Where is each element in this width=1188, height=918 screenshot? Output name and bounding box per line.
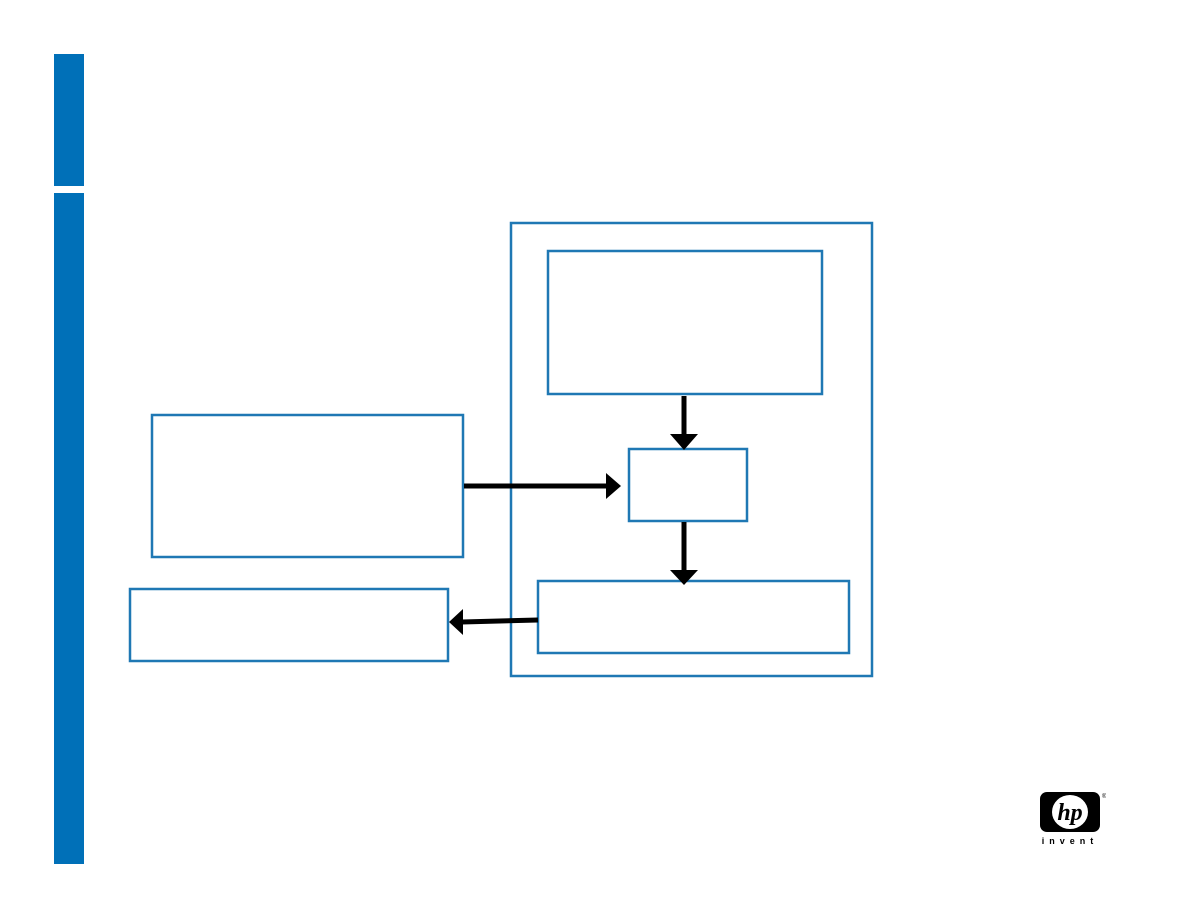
- left-output-box: [128, 587, 450, 663]
- hp-logo-icon: hp ® invent: [1036, 790, 1107, 850]
- arrow-top-to-center: [670, 396, 698, 450]
- arrow-bottom-to-output: [449, 609, 539, 635]
- left-input-box: [150, 413, 465, 559]
- arrow-center-to-bottom: [670, 522, 698, 585]
- hp-logo-tagline: invent: [1042, 836, 1099, 846]
- side-bar-top: [54, 54, 84, 186]
- hp-logo-mark: hp: [1057, 800, 1082, 826]
- svg-text:®: ®: [1102, 793, 1106, 800]
- arrow-input-to-center: [464, 473, 621, 499]
- side-bar-bottom: [54, 193, 84, 864]
- center-box: [627, 447, 749, 523]
- top-box: [546, 249, 824, 396]
- bottom-box: [536, 579, 851, 655]
- container-box: [509, 221, 874, 678]
